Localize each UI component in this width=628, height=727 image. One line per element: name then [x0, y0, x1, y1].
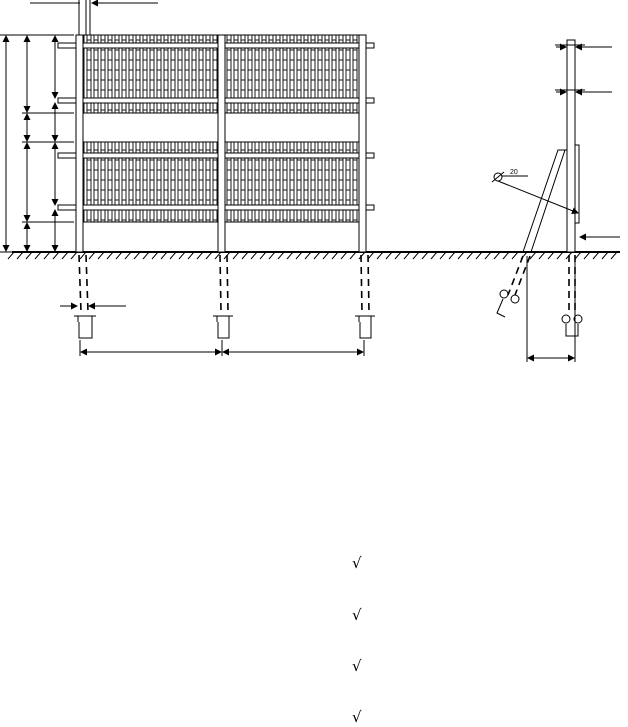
ground-hatch-mark: [34, 251, 42, 260]
ground-hatch-mark: [268, 251, 276, 260]
ground-hatch-mark: [547, 251, 555, 260]
ground-hatch-mark: [61, 251, 69, 260]
ground-hatch-mark: [124, 251, 132, 260]
dimension-lines: [0, 0, 365, 356]
ground-hatch-mark: [286, 251, 294, 260]
ground-hatch-mark: [358, 251, 366, 260]
ground-hatch-mark: [259, 251, 267, 260]
ground-hatch-mark: [538, 251, 546, 260]
ground-hatch-mark: [556, 251, 564, 260]
ground-hatch-mark: [115, 251, 123, 260]
fence-front-view: [57, 34, 375, 339]
ground-hatch-mark: [295, 251, 303, 260]
ground-hatch-mark: [88, 251, 96, 260]
ground-hatch-mark: [394, 251, 402, 260]
ground-hatch-mark: [133, 251, 141, 260]
checkmark-1: √: [352, 554, 362, 572]
ground-hatch-mark: [601, 251, 609, 260]
ground-hatch-mark: [457, 251, 465, 260]
ground-hatch-mark: [403, 251, 411, 260]
ground-hatch-mark: [205, 251, 213, 260]
ground-hatch-mark: [421, 251, 429, 260]
ground-hatch-mark: [475, 251, 483, 260]
ground-hatch-mark: [277, 251, 285, 260]
post-foundations: [74, 254, 375, 339]
ground-hatch-mark: [169, 251, 177, 260]
checkmark-4: √: [352, 708, 362, 726]
ground-hatch-mark: [214, 251, 222, 260]
ground-hatch-mark: [574, 251, 582, 260]
ground-hatch-mark: [196, 251, 204, 260]
checkmark-3: √: [352, 657, 362, 675]
ground-hatch-mark: [493, 251, 501, 260]
ground-line: [7, 251, 620, 260]
ground-hatch-mark: [304, 251, 312, 260]
ground-hatch-mark: [412, 251, 420, 260]
ground-hatch-mark: [241, 251, 249, 260]
ground-hatch-mark: [610, 251, 618, 260]
ground-hatch-mark: [349, 251, 357, 260]
ground-hatch-mark: [340, 251, 348, 260]
ground-hatch-mark: [187, 251, 195, 260]
ground-hatch-mark: [43, 251, 51, 260]
ground-hatch-mark: [106, 251, 114, 260]
ground-hatch-mark: [313, 251, 321, 260]
ground-hatch-mark: [97, 251, 105, 260]
ground-hatch-mark: [484, 251, 492, 260]
ground-hatch-mark: [16, 251, 24, 260]
ground-hatch-mark: [529, 251, 537, 260]
ground-hatch-mark: [385, 251, 393, 260]
ground-hatch-mark: [331, 251, 339, 260]
fence-side-view: 20: [491, 39, 620, 362]
ground-hatch-mark: [151, 251, 159, 260]
checkmark-2: √: [352, 606, 362, 624]
ground-hatch-mark: [322, 251, 330, 260]
ground-hatch-mark: [160, 251, 168, 260]
ground-hatch-mark: [448, 251, 456, 260]
ground-hatch-mark: [376, 251, 384, 260]
ground-hatch-mark: [7, 251, 15, 260]
ground-hatch-mark: [466, 251, 474, 260]
ground-hatch-mark: [178, 251, 186, 260]
ground-hatch-mark: [25, 251, 33, 260]
ground-hatch-mark: [142, 251, 150, 260]
ground-hatch-mark: [367, 251, 375, 260]
ground-hatch-mark: [439, 251, 447, 260]
angle-label: 20: [510, 169, 518, 176]
ground-hatch-mark: [511, 251, 519, 260]
ground-hatch-mark: [583, 251, 591, 260]
ground-hatch-mark: [592, 251, 600, 260]
ground-hatch-mark: [232, 251, 240, 260]
ground-hatch-mark: [502, 251, 510, 260]
ground-hatch-mark: [70, 251, 78, 260]
ground-hatch-mark: [79, 251, 87, 260]
ground-hatch-mark: [250, 251, 258, 260]
ground-hatch-mark: [430, 251, 438, 260]
ground-hatch-mark: [52, 251, 60, 260]
